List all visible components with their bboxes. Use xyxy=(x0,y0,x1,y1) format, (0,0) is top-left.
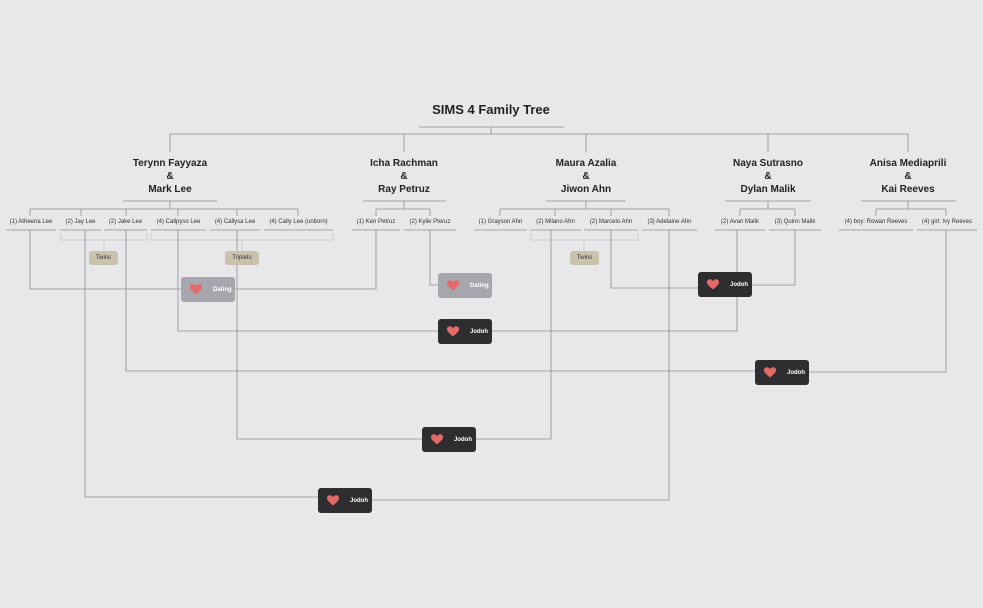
relationship-label: Jodoh xyxy=(787,369,805,376)
ampersand: & xyxy=(582,171,590,182)
relationship-jodoh-marcelo-quinn[interactable]: Jodoh xyxy=(698,272,752,297)
page-title: SIMS 4 Family Tree xyxy=(432,102,550,117)
child-atheena-lee: (1) Atheena Lee xyxy=(9,219,53,225)
ampersand: & xyxy=(764,171,772,182)
child-ken-petruz: (1) Ken Petruz xyxy=(356,219,396,225)
heart-icon xyxy=(430,434,444,445)
ampersand: & xyxy=(166,171,174,182)
relationship-label: Dating xyxy=(213,286,232,293)
relationship-label: Jodoh xyxy=(470,328,488,335)
child-quinn-malik: (3) Quinn Malik xyxy=(774,219,816,225)
parent-name: Icha Rachman xyxy=(370,158,438,169)
parent-name: Mark Lee xyxy=(148,184,192,195)
couple-rachman-petruz: Icha Rachman & Ray Petruz xyxy=(354,157,454,196)
parent-name: Maura Azalia xyxy=(555,158,617,169)
triplets-tag: Triplets xyxy=(225,251,259,265)
child-callpyso-lee: (4) Callpyso Lee xyxy=(156,219,201,225)
heart-icon xyxy=(763,367,777,378)
child-jay-lee: (2) Jay Lee xyxy=(65,219,96,225)
parent-name: Anisa Mediaprili xyxy=(869,158,947,169)
relationship-label: Jodoh xyxy=(350,497,368,504)
relationship-jodoh-jay-adelaine[interactable]: Jodoh xyxy=(318,488,372,513)
heart-icon xyxy=(189,284,203,295)
relationship-label: Jodoh xyxy=(454,436,472,443)
couple-sutrasno-malik: Naya Sutrasno & Dylan Malik xyxy=(718,157,818,196)
relationship-jodoh-callysa-milano[interactable]: Jodoh xyxy=(422,427,476,452)
parent-name: Naya Sutrasno xyxy=(732,158,804,169)
child-jake-lee: (2) Jake Lee xyxy=(108,219,143,225)
heart-icon xyxy=(326,495,340,506)
child-grayson-ahn: (1) Grayson Ahn xyxy=(478,219,523,225)
couple-fayyaza-lee: Terynn Fayyaza & Mark Lee xyxy=(110,157,230,196)
parent-name: Kai Reeves xyxy=(881,184,935,195)
ampersand: & xyxy=(400,171,408,182)
heart-icon xyxy=(446,326,460,337)
parent-name: Dylan Malik xyxy=(740,184,796,195)
child-cally-lee: (4) Cally Lee (unborn) xyxy=(269,219,328,225)
relationship-dating-atheena-ken[interactable]: Dating xyxy=(181,277,235,302)
child-kylie-pteruz: (2) Kylie Pteruz xyxy=(409,219,451,225)
child-marcelo-ahn: (2) Marcelo Ahn xyxy=(589,219,633,225)
relationship-label: Jodoh xyxy=(730,281,748,288)
twins-tag: Twins xyxy=(570,251,599,265)
child-avan-malik: (2) Avan Malik xyxy=(721,219,759,225)
twins-tag: Twins xyxy=(89,251,118,265)
heart-icon xyxy=(446,280,460,291)
child-ivy-reeves: (4) girl: Ivy Reeves xyxy=(921,219,972,225)
child-milano-ahn: (2) Milano Ahn xyxy=(536,219,575,225)
child-rowan-reeves: (4) boy: Rowan Reeves xyxy=(844,219,908,225)
heart-icon xyxy=(706,279,720,290)
ampersand: & xyxy=(904,171,912,182)
child-callysa-lee: (4) Callysa Lee xyxy=(214,219,256,225)
child-adelaine-ahn: (3) Adelaine Ahn xyxy=(647,219,692,225)
relationship-jodoh-callpyso-avan[interactable]: Jodoh xyxy=(438,319,492,344)
relationship-jodoh-jake-ivy[interactable]: Jodoh xyxy=(755,360,809,385)
relationship-label: Dating xyxy=(470,282,489,289)
parent-name: Terynn Fayyaza xyxy=(132,158,208,169)
couple-mediaprili-reeves: Anisa Mediaprili & Kai Reeves xyxy=(852,157,964,196)
parent-name: Ray Petruz xyxy=(378,184,430,195)
parent-name: Jiwon Ahn xyxy=(560,184,612,195)
relationship-dating-kylie[interactable]: Dating xyxy=(438,273,492,298)
couple-azalia-ahn: Maura Azalia & Jiwon Ahn xyxy=(536,157,636,196)
